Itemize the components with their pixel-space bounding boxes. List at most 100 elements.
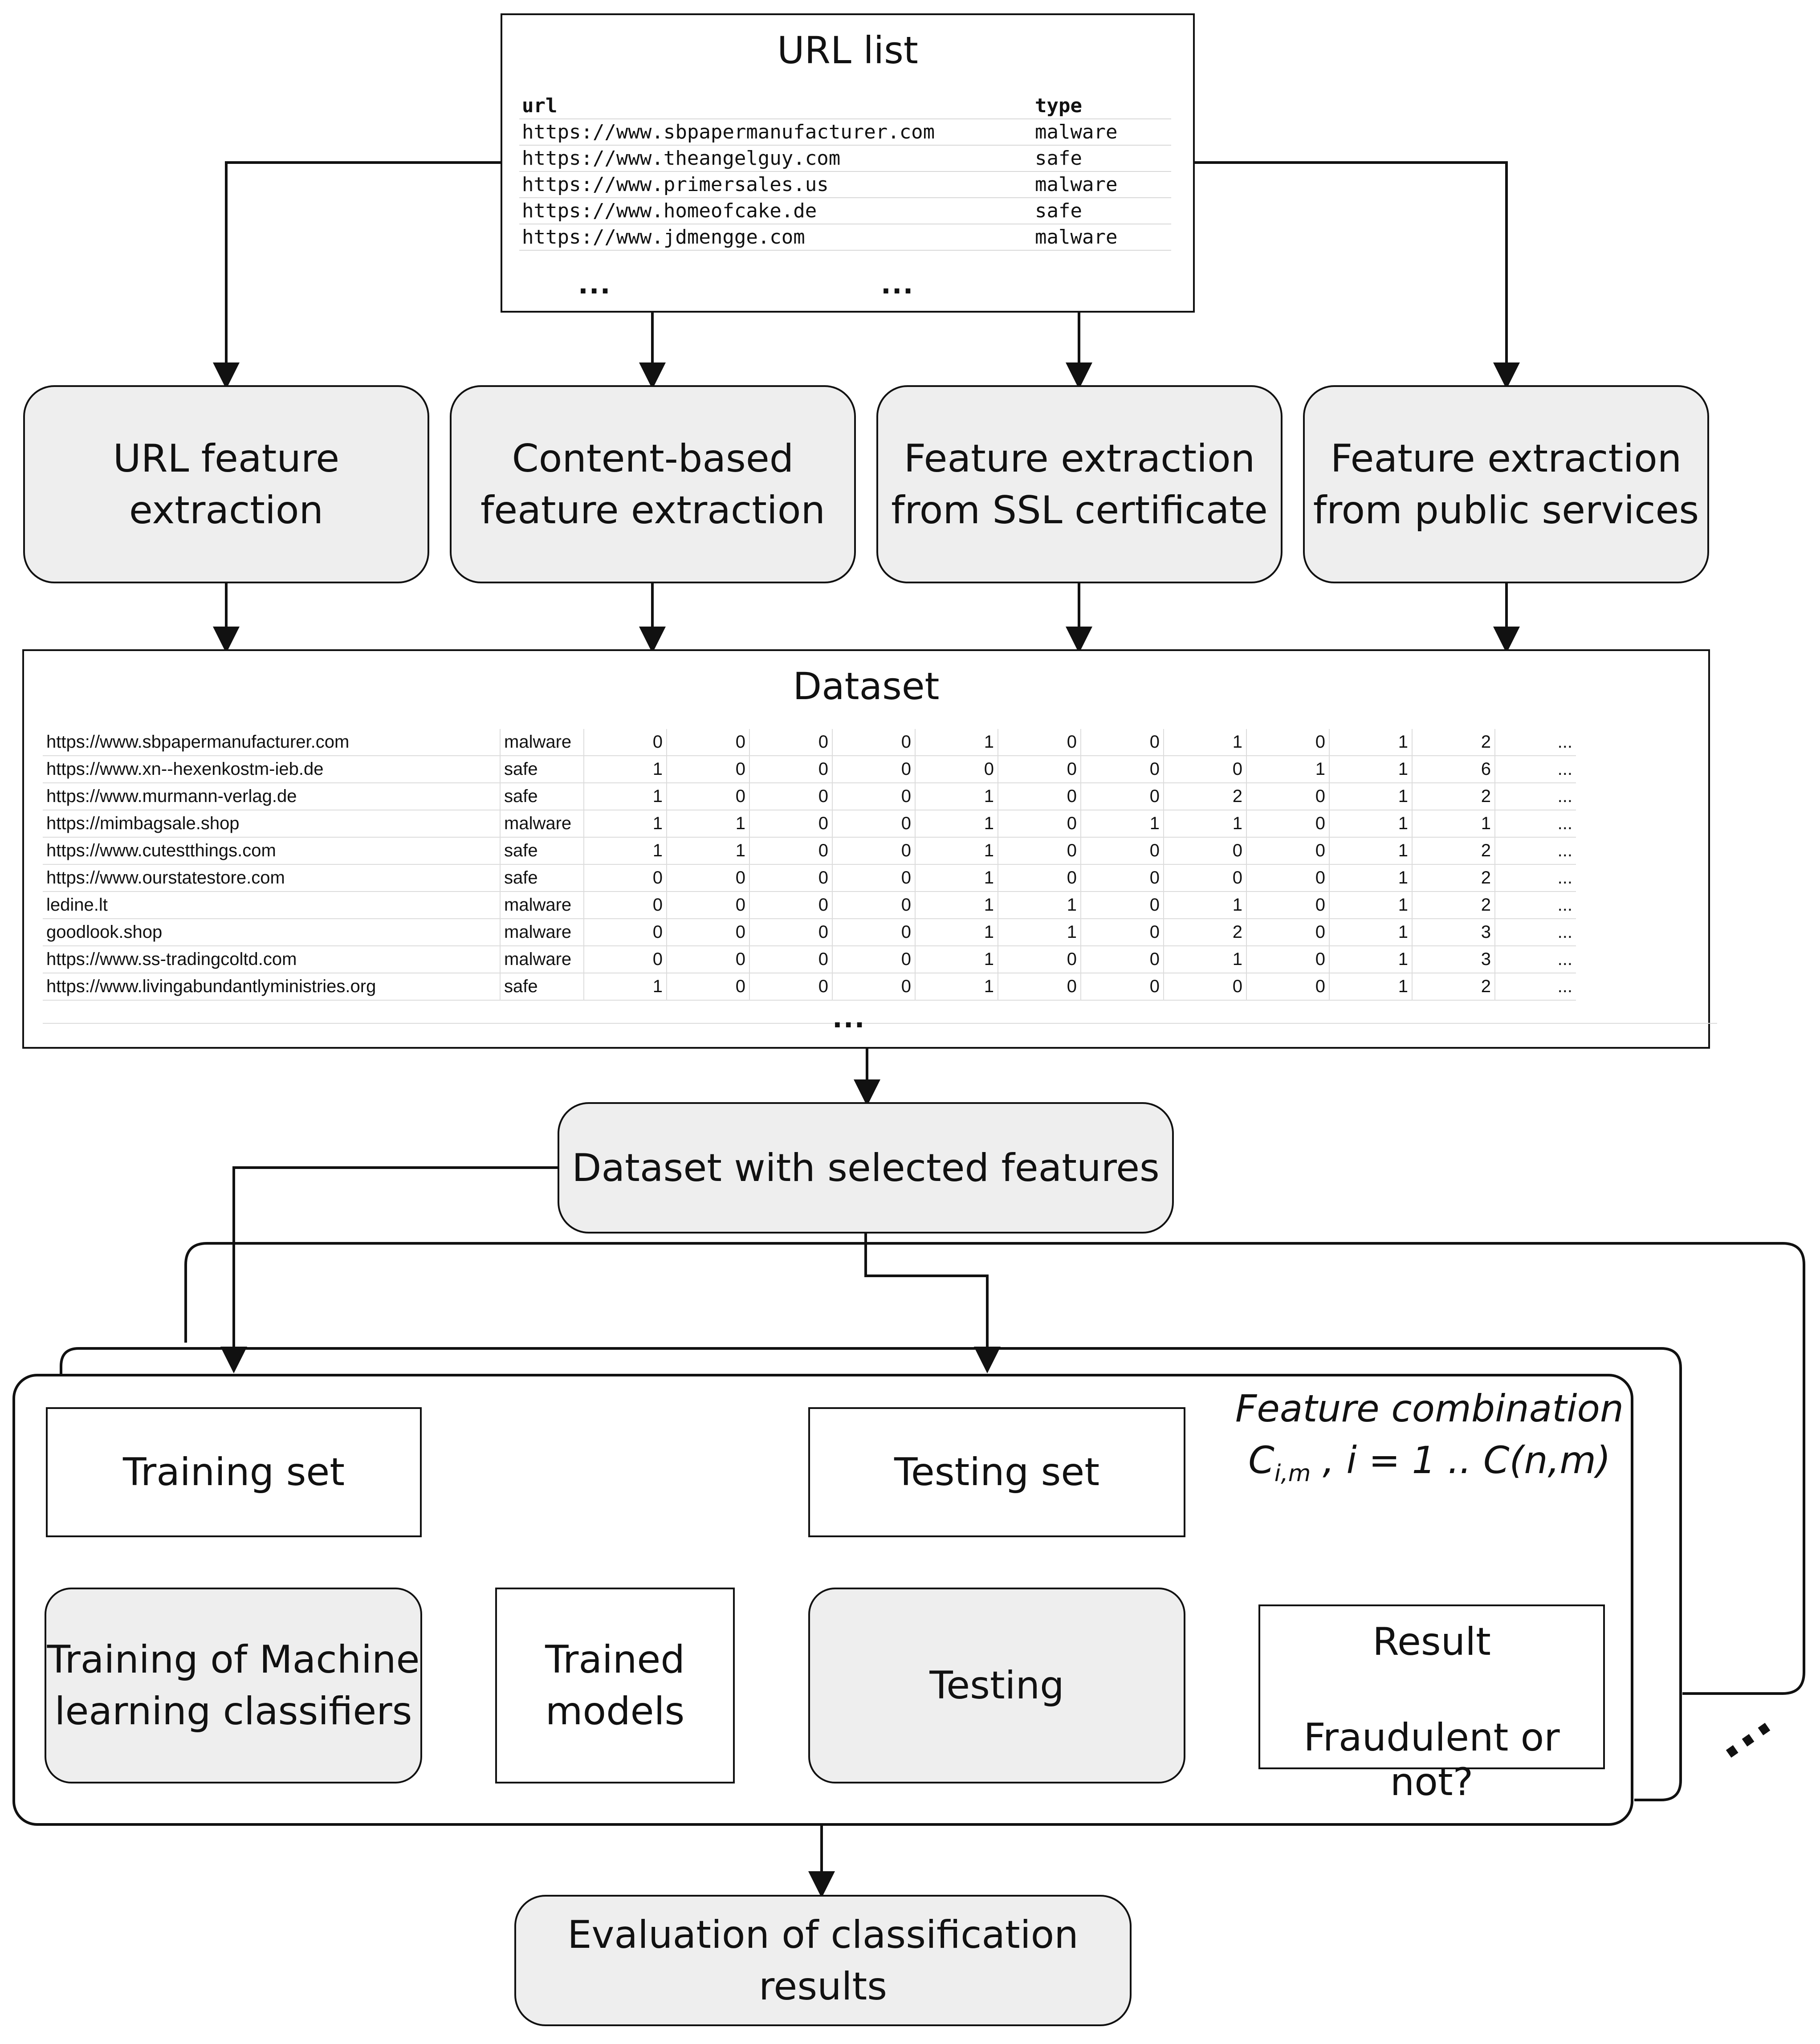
feature-cell: 1	[584, 756, 667, 783]
dataset-ellipsis-cell: ...	[1495, 810, 1576, 838]
feature-cell: 1	[915, 729, 998, 756]
training-set-label: Training set	[122, 1450, 345, 1494]
feature-cell: 0	[832, 946, 916, 973]
dataset-type-cell: malware	[500, 919, 584, 946]
dataset-url-cell: https://www.ourstatestore.com	[43, 864, 501, 892]
feature-cell: 1	[1081, 810, 1164, 838]
feature-cell: 0	[1081, 783, 1164, 810]
formula-subscript: i,m	[1274, 1460, 1311, 1487]
feature-cell: 0	[749, 892, 833, 919]
feature-cell: 0	[749, 783, 833, 810]
feature-cell: 1	[1329, 756, 1413, 783]
feature-cell: 0	[832, 756, 916, 783]
feature-cell: 1	[584, 810, 667, 838]
feature-cell: 0	[749, 946, 833, 973]
feature-cell: 0	[832, 864, 916, 892]
url-cell: https://www.primersales.us	[519, 171, 1032, 198]
feature-cell: 2	[1412, 864, 1495, 892]
feature-cell: 1	[1329, 973, 1413, 1001]
feature-cell: 1	[998, 919, 1081, 946]
url-cell: https://www.jdmengge.com	[519, 224, 1032, 251]
feature-cell: 2	[1412, 973, 1495, 1001]
feature-cell: 0	[749, 864, 833, 892]
feature-cell: 1	[915, 783, 998, 810]
type-cell: safe	[1032, 145, 1171, 172]
dataset-ellipsis-cell: ...	[1495, 973, 1576, 1001]
dataset-type-cell: malware	[500, 946, 584, 973]
feature-cell: 1	[998, 892, 1081, 919]
dataset-type-cell: malware	[500, 729, 584, 756]
feature-cell: 0	[832, 729, 916, 756]
combination-frame-middle	[60, 1347, 1682, 1801]
feature-cell: 0	[1246, 729, 1330, 756]
url-list-header-row: url type	[519, 93, 1171, 119]
feature-cell: 0	[1246, 919, 1330, 946]
feature-cell: 0	[1081, 837, 1164, 865]
dataset-type-cell: safe	[500, 756, 584, 783]
url-cell: https://www.sbpapermanufacturer.com	[519, 119, 1032, 146]
dataset-type-cell: safe	[500, 783, 584, 810]
dataset-type-cell: safe	[500, 973, 584, 1001]
feature-cell: 0	[667, 864, 750, 892]
feature-cell: 0	[1246, 783, 1330, 810]
formula-c: C	[1248, 1438, 1274, 1482]
url-cell: https://www.homeofcake.de	[519, 198, 1032, 224]
result-question: Fraudulent or not?	[1303, 1715, 1560, 1804]
feature-cell: 0	[1246, 837, 1330, 865]
feature-cell: 1	[915, 973, 998, 1001]
feature-cell: 0	[1164, 864, 1247, 892]
feature-cell: 0	[1246, 973, 1330, 1001]
feature-cell: 0	[749, 919, 833, 946]
feature-cell: 1	[1329, 919, 1413, 946]
feature-cell: 1	[1329, 946, 1413, 973]
formula-range: , i = 1 .. C(n,m)	[1311, 1438, 1611, 1482]
feature-cell: 0	[584, 864, 667, 892]
content-feature-extraction-label: Content-based feature extraction	[480, 436, 825, 533]
feature-cell: 1	[1164, 946, 1247, 973]
feature-cell: 0	[584, 729, 667, 756]
dataset-title: Dataset	[793, 664, 940, 708]
feature-cell: 1	[1329, 837, 1413, 865]
type-column-header: type	[1032, 93, 1171, 119]
url-feature-extraction-label: URL feature extraction	[113, 436, 340, 533]
arrow-url-to-url-feature	[213, 161, 501, 389]
arrow-selected-to-training	[220, 1166, 558, 1373]
feature-cell: 2	[1412, 729, 1495, 756]
url-list-panel: URL list url type https://www.sbpaperman…	[501, 13, 1195, 313]
feature-cell: 0	[998, 729, 1081, 756]
feature-cell: 2	[1164, 783, 1247, 810]
dataset-type-cell: safe	[500, 864, 584, 892]
feature-combination-title: Feature combination	[1235, 1387, 1624, 1430]
feature-cell: 1	[915, 919, 998, 946]
dataset-ellipsis-cell: ...	[1495, 946, 1576, 973]
result-box: Result Fraudulent or not?	[1258, 1604, 1605, 1804]
feature-cell: 1	[1329, 892, 1413, 919]
dataset-ellipsis-cell: ...	[1495, 783, 1576, 810]
dataset-url-cell: https://www.murmann-verlag.de	[43, 783, 501, 810]
feature-cell: 0	[1246, 864, 1330, 892]
dataset-ellipsis-cell: ...	[1495, 864, 1576, 892]
trained-models-label: Trained models	[545, 1637, 685, 1734]
dataset-url-cell: https://www.xn--hexenkostm-ieb.de	[43, 756, 501, 783]
dataset-ellipsis-cell: ...	[1495, 919, 1576, 946]
url-list-title: URL list	[777, 29, 918, 72]
feature-cell: 0	[915, 756, 998, 783]
feature-cell: 0	[1246, 810, 1330, 838]
public-services-feature-extraction-box: Feature extraction from public services	[1303, 385, 1709, 583]
feature-cell: 0	[1246, 946, 1330, 973]
testing-set-label: Testing set	[894, 1450, 1100, 1494]
feature-cell: 1	[915, 837, 998, 865]
feature-cell: 6	[1412, 756, 1495, 783]
feature-cell: 0	[998, 783, 1081, 810]
